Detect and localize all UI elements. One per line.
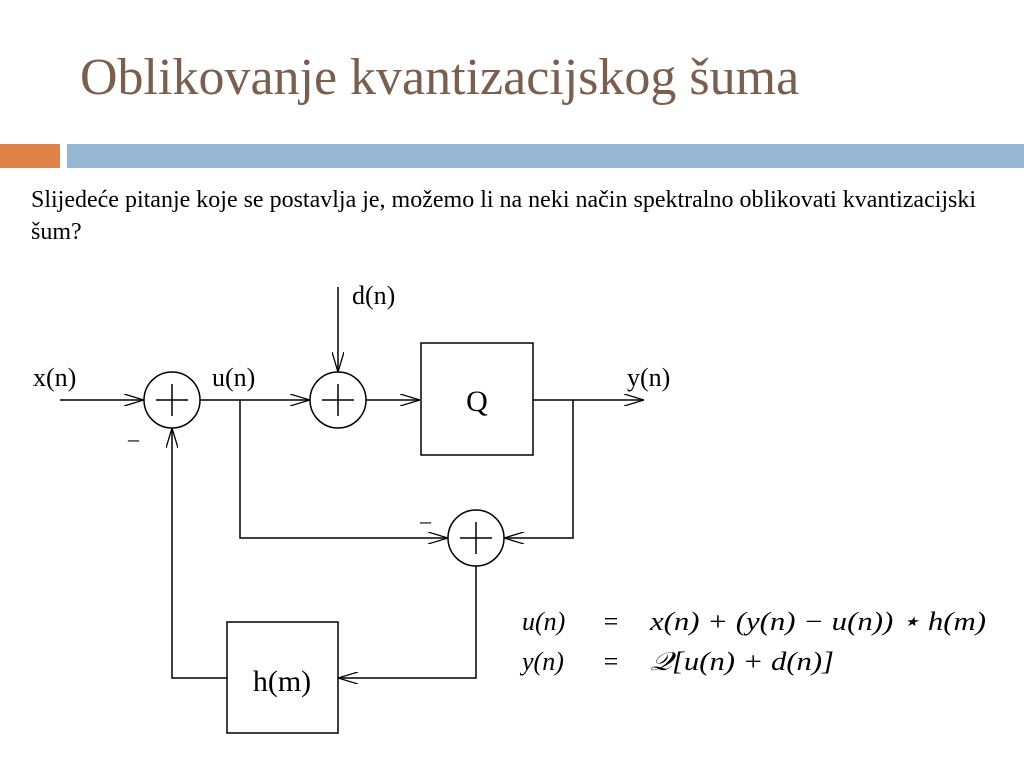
minus-sign-sum3: –: [419, 508, 432, 533]
wire-u-to-sum3: [239, 400, 448, 538]
equation-1-rhs: x(n) + (y(n) − u(n)) ⋆ h(m): [649, 607, 986, 636]
slide-title: Oblikovanje kvantizacijskog šuma: [80, 49, 800, 106]
equation-2-lhs: y(n): [519, 647, 564, 676]
filter-block: [226, 621, 339, 734]
equation-1-op: =: [602, 607, 620, 636]
label-d: d(n): [352, 281, 395, 310]
equation-1: u(n) = x(n) + (y(n) − u(n)) ⋆ h(m): [522, 607, 986, 636]
summing-junction-1: [143, 371, 201, 429]
quantizer-block: [420, 342, 534, 456]
equation-2: y(n) = 𝒬[u(n) + d(n)]: [519, 647, 834, 676]
minus-sign-sum1: –: [127, 426, 140, 451]
accent-bar-orange: [0, 144, 60, 168]
equation-2-rhs: 𝒬[u(n) + d(n)]: [650, 647, 834, 676]
label-u: u(n): [212, 363, 255, 392]
summing-junction-2: [309, 371, 367, 429]
quantizer-label: Q: [466, 385, 488, 418]
equation-2-op: =: [602, 647, 620, 676]
body-text: Slijedeće pitanje koje se postavlja je, …: [31, 187, 977, 245]
wire-y-to-sum3: [504, 400, 574, 538]
label-y: y(n): [627, 363, 670, 392]
filter-label: h(m): [253, 665, 311, 698]
summing-junction-3: [447, 509, 505, 567]
accent-bar-blue: [67, 144, 1024, 168]
label-x: x(n): [33, 363, 76, 392]
equation-1-lhs: u(n): [522, 607, 565, 636]
wire-sum3-to-h: [338, 566, 477, 678]
wire-h-to-sum1: [172, 428, 227, 679]
